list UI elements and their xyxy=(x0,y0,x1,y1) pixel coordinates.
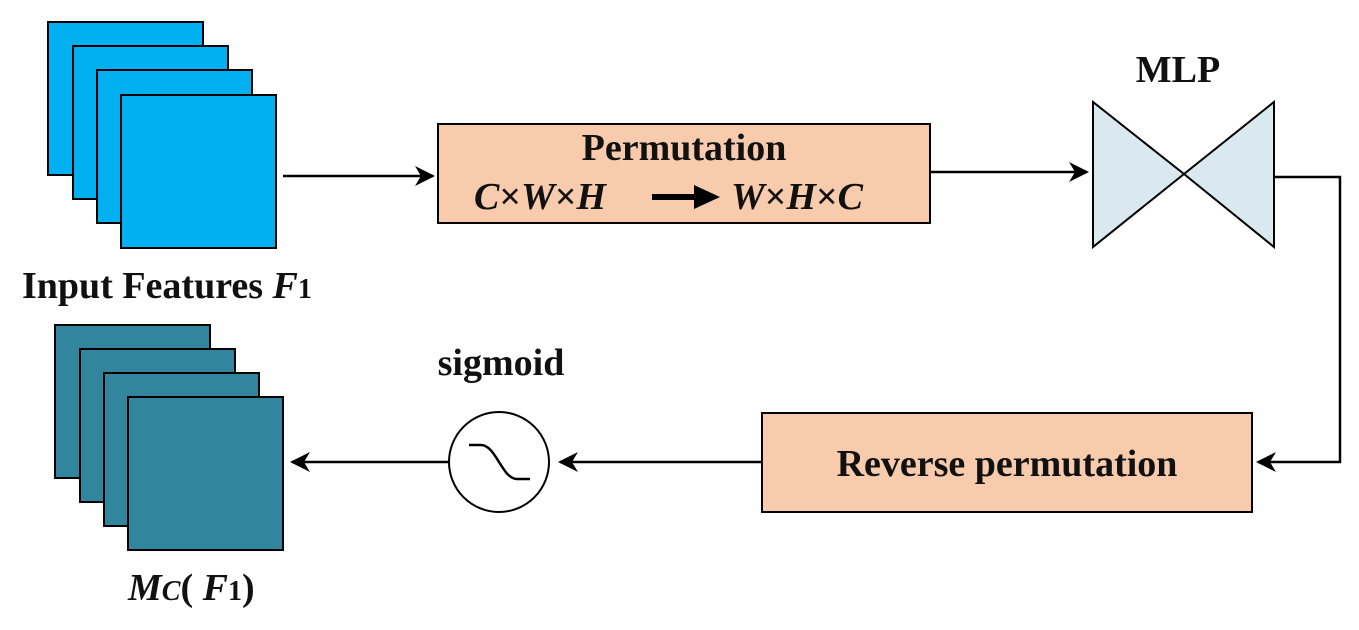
output-symbol: M xyxy=(127,567,163,609)
output-arg-subscript: 1 xyxy=(228,576,242,607)
output-feature-stack xyxy=(54,324,284,551)
sigmoid-label: sigmoid xyxy=(438,342,565,384)
formula-out-h: H xyxy=(785,176,817,218)
input-feature-map-4 xyxy=(120,94,277,249)
permutation-formula-input: C×W×H xyxy=(474,176,607,218)
output-subscript: C xyxy=(162,576,181,607)
permutation-formula-output: W×H×C xyxy=(731,176,864,218)
formula-times: × xyxy=(499,176,521,218)
output-arg-symbol: F xyxy=(202,567,228,609)
reverse-permutation-box-rect xyxy=(761,412,1253,513)
formula-times: × xyxy=(555,176,577,218)
formula-out-c: C xyxy=(838,176,864,218)
input-features-symbol: F xyxy=(272,265,298,307)
permutation-title: Permutation xyxy=(582,127,787,169)
input-features-subscript: 1 xyxy=(298,274,312,305)
input-feature-stack xyxy=(47,21,277,249)
formula-in-w: W xyxy=(521,176,558,218)
mlp-label: MLP xyxy=(1136,49,1220,91)
formula-in-h: H xyxy=(575,176,607,218)
output-paren-close: ) xyxy=(242,567,255,609)
permutation-box-rect xyxy=(437,123,931,224)
input-features-text: Input Features xyxy=(22,265,273,307)
formula-arrow-icon xyxy=(652,185,720,209)
output-feature-map-4 xyxy=(127,396,284,551)
formula-times: × xyxy=(816,176,838,218)
formula-in-c: C xyxy=(474,176,500,218)
sigmoid-icon xyxy=(448,411,550,513)
reverse-permutation-label: Reverse permutation xyxy=(837,443,1178,485)
mlp-bottleneck-icon xyxy=(1092,99,1275,250)
output-label: MC( F1) xyxy=(127,567,255,609)
output-paren-open: ( xyxy=(180,567,202,609)
permutation-box: Permutation C×W×H W×H×C xyxy=(437,123,931,224)
input-features-label: Input Features F1 xyxy=(22,265,312,307)
arrow-mlp-to-reverse-permutation xyxy=(1256,175,1342,472)
formula-out-w: W xyxy=(731,176,768,218)
formula-times: × xyxy=(765,176,787,218)
reverse-permutation-box: Reverse permutation xyxy=(761,412,1253,513)
